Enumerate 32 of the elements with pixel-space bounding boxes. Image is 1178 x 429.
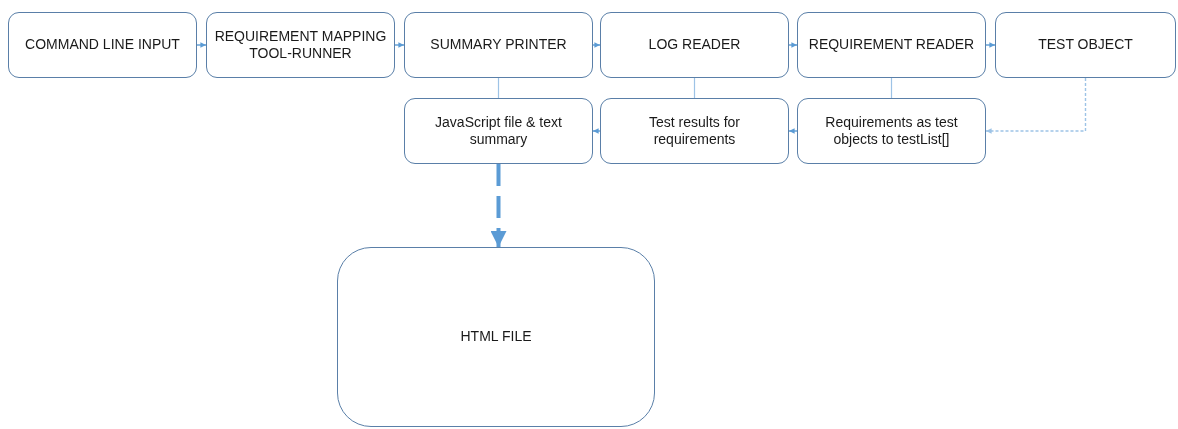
box-label: Requirements as test objects to testList[] [824, 113, 959, 149]
connector-line [693, 77, 696, 99]
process-box [404, 98, 593, 164]
arrow [394, 42, 405, 48]
box-label: Test results for requirements [648, 113, 741, 149]
process-box [337, 247, 655, 427]
arrow [490, 164, 507, 247]
process-box [600, 12, 789, 78]
box-label: LOG READER [648, 36, 741, 54]
box-label: SUMMARY PRINTER [430, 36, 567, 54]
arrow [592, 42, 601, 48]
box-label: REQUIREMENT MAPPING TOOL-RUNNER [213, 27, 388, 63]
box-label: HTML FILE [460, 328, 532, 346]
box-label: TEST OBJECT [1038, 36, 1133, 54]
box-label: JavaScript file & text summary [434, 113, 563, 149]
box-label: REQUIREMENT READER [808, 36, 975, 54]
arrow [788, 42, 798, 48]
process-box [797, 12, 986, 78]
arrow [196, 42, 207, 48]
arrow [788, 128, 798, 134]
process-box [404, 12, 593, 78]
process-box [600, 98, 789, 164]
arrow [985, 42, 996, 48]
process-box [206, 12, 395, 78]
connector-line [890, 77, 893, 99]
box-label: COMMAND LINE INPUT [25, 36, 180, 54]
process-box [8, 12, 197, 78]
connector-line [497, 77, 500, 99]
process-box [797, 98, 986, 164]
arrow [592, 128, 601, 134]
arrow [985, 77, 1087, 134]
process-box [995, 12, 1176, 78]
